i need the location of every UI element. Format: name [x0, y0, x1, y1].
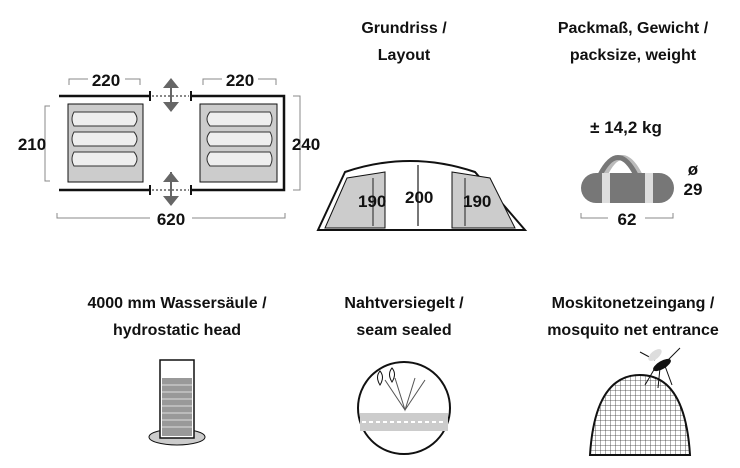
diameter-value: 29: [684, 180, 703, 199]
width-dimension-lines: [68, 78, 277, 85]
left-height: 190: [358, 192, 386, 211]
floorplan-diagram: 220 220 210 240 620: [18, 71, 320, 229]
length-value: 62: [618, 210, 637, 229]
hydrostatic-head-feature: 4000 mm Wassersäule / hydrostatic head: [87, 295, 267, 446]
layout-heading-line1: Grundriss /: [361, 20, 447, 37]
seam-sealed-feature: Nahtversiegelt / seam sealed: [344, 295, 464, 455]
seam-heading-line1: Nahtversiegelt /: [344, 295, 464, 312]
right-depth: 240: [292, 135, 320, 154]
mosquito-heading-line1: Moskitonetzeingang /: [552, 295, 715, 312]
left-room-width: 220: [92, 71, 120, 90]
left-depth: 210: [18, 135, 46, 154]
mosquito-heading-line2: mosquito net entrance: [547, 322, 719, 339]
packsize-heading-line1: Packmaß, Gewicht /: [558, 20, 709, 37]
center-height: 200: [405, 188, 433, 207]
mosquito-net-feature: Moskitonetzeingang / mosquito net entran…: [547, 295, 719, 456]
right-room-width: 220: [226, 71, 254, 90]
seam-heading-line2: seam sealed: [356, 322, 451, 339]
packsize-heading-line2: packsize, weight: [570, 47, 697, 64]
entrance-arrow-icons: [163, 78, 179, 206]
mosquito-net-icon: [588, 373, 692, 456]
hydrostatic-heading-line1: 4000 mm Wassersäule /: [87, 295, 267, 312]
diameter-symbol: ø: [688, 160, 699, 179]
total-length: 620: [157, 210, 185, 229]
hydrostatic-heading-line2: hydrostatic head: [113, 322, 241, 339]
layout-heading-line2: Layout: [378, 47, 431, 64]
weight-value: ± 14,2 kg: [590, 118, 662, 137]
mosquito-icon: [639, 347, 681, 389]
bag-icon: [581, 173, 674, 203]
tent-profile-diagram: Grundriss / Layout 190 200 190: [316, 20, 528, 231]
packsize-diagram: Packmaß, Gewicht / packsize, weight ± 14…: [558, 20, 709, 229]
tent-outline: [59, 94, 286, 192]
sleeping-bag-icons: [71, 111, 273, 167]
right-height: 190: [463, 192, 491, 211]
